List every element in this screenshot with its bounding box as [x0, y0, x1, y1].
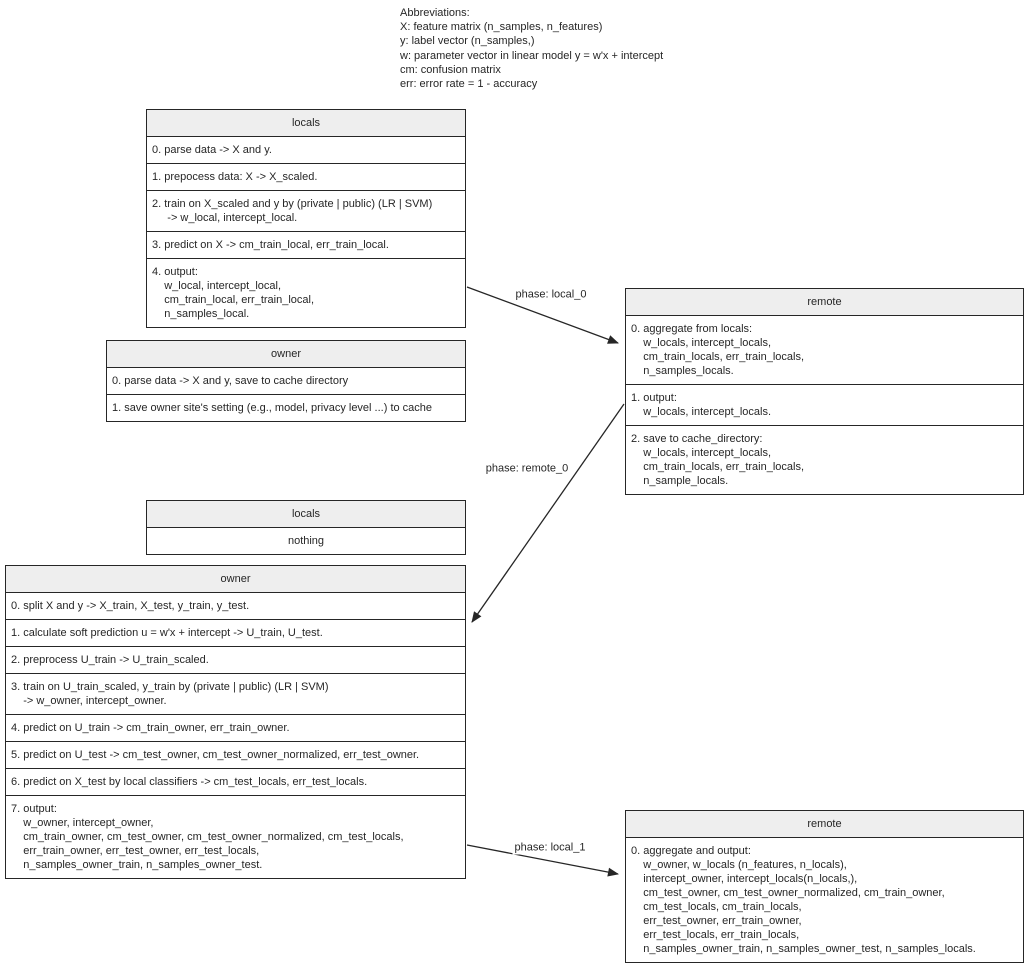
table-row: 4. output: w_local, intercept_local, cm_… [147, 258, 465, 327]
arrow-phase-local-0-label: phase: local_0 [513, 288, 589, 302]
table-row-line: 4. predict on U_train -> cm_train_owner,… [11, 722, 290, 734]
table-row: 0. parse data -> X and y, save to cache … [107, 367, 465, 394]
table-row: 3. predict on X -> cm_train_local, err_t… [147, 231, 465, 258]
table-title: locals [147, 501, 465, 527]
table-row: 0. aggregate and output: w_owner, w_loca… [626, 837, 1023, 962]
table-owner-phase1: owner 0. split X and y -> X_train, X_test… [5, 565, 466, 879]
table-row-line: w_locals, intercept_locals, [631, 337, 772, 349]
table-row: 0. parse data -> X and y. [147, 136, 465, 163]
table-row-line: intercept_owner, intercept_locals(n_loca… [631, 873, 858, 885]
table-row-line: 0. parse data -> X and y, save to cache … [112, 375, 349, 387]
table-row: nothing [147, 527, 465, 554]
table-row-line: 4. output: [152, 266, 198, 278]
table-row-line: 0. aggregate from locals: [631, 323, 753, 335]
table-row-line: 0. split X and y -> X_train, X_test, y_t… [11, 600, 250, 612]
table-row: 4. predict on U_train -> cm_train_owner,… [6, 714, 465, 741]
table-row-line: w_owner, intercept_owner, [11, 817, 154, 829]
table-row: 7. output: w_owner, intercept_owner, cm_… [6, 795, 465, 878]
table-row-line: err_test_owner, err_train_owner, [631, 915, 802, 927]
table-locals-phase1: locals nothing [146, 500, 466, 555]
table-row-line: 0. aggregate and output: [631, 845, 751, 857]
table-row: 1. save owner site's setting (e.g., mode… [107, 394, 465, 421]
table-row-line: 1. output: [631, 392, 677, 404]
table-row-line: nothing [287, 535, 325, 547]
table-row-line: w_owner, w_locals (n_features, n_locals)… [631, 859, 847, 871]
table-row-line: 2. save to cache_directory: [631, 433, 763, 445]
table-row: 1. calculate soft prediction u = w'x + i… [6, 619, 465, 646]
table-title: owner [6, 566, 465, 592]
table-title: remote [626, 811, 1023, 837]
table-row-line: err_train_owner, err_test_owner, err_tes… [11, 845, 260, 857]
table-title: owner [107, 341, 465, 367]
table-row-line: n_sample_locals. [631, 475, 729, 487]
table-row-line: err_test_locals, err_train_locals, [631, 929, 800, 941]
table-row-line: 1. save owner site's setting (e.g., mode… [112, 402, 433, 414]
abbreviation-line: cm: confusion matrix [400, 63, 501, 76]
arrow-phase-local-1-label: phase: local_1 [512, 841, 588, 855]
table-row-line: 1. calculate soft prediction u = w'x + i… [11, 627, 323, 639]
table-row-line: cm_test_locals, cm_train_locals, [631, 901, 802, 913]
table-row: 2. train on X_scaled and y by (private |… [147, 190, 465, 231]
abbreviation-line: Abbreviations: [400, 7, 470, 19]
table-row-line: 0. parse data -> X and y. [152, 144, 272, 156]
table-row: 1. output: w_locals, intercept_locals. [626, 384, 1023, 425]
table-row-line: n_samples_locals. [631, 365, 734, 377]
table-row-line: 6. predict on X_test by local classifier… [11, 776, 368, 788]
table-row-line: 3. train on U_train_scaled, y_train by (… [11, 681, 329, 693]
table-row-line: 5. predict on U_test -> cm_test_owner, c… [11, 749, 420, 761]
table-owner-phase0: owner 0. parse data -> X and y, save to c… [106, 340, 466, 422]
table-row-line: n_samples_owner_train, n_samples_owner_t… [11, 859, 263, 871]
abbreviation-line: err: error rate = 1 - accuracy [400, 78, 538, 91]
table-row-line: w_local, intercept_local, [152, 280, 282, 292]
abbreviation-line: w: parameter vector in linear model y = … [400, 49, 664, 62]
table-row-line: 2. train on X_scaled and y by (private |… [152, 198, 433, 210]
table-locals-phase0: locals 0. parse data -> X and y. 1. prepoc… [146, 109, 466, 328]
table-row: 5. predict on U_test -> cm_test_owner, c… [6, 741, 465, 768]
abbreviation-line: y: label vector (n_samples,) [400, 35, 535, 48]
table-row-line: cm_test_owner, cm_test_owner_normalized,… [631, 887, 945, 899]
table-row: 6. predict on X_test by local classifier… [6, 768, 465, 795]
table-row-line: cm_train_locals, err_train_locals, [631, 461, 805, 473]
table-title: locals [147, 110, 465, 136]
table-row-line: cm_train_locals, err_train_locals, [631, 351, 805, 363]
table-row: 0. aggregate from locals: w_locals, inte… [626, 315, 1023, 384]
abbreviations-note: Abbreviations: X: feature matrix (n_sampl… [400, 6, 663, 91]
table-row-line: -> w_owner, intercept_owner. [11, 695, 167, 707]
table-row-line: cm_train_local, err_train_local, [152, 294, 315, 306]
arrow-phase-remote-0 [471, 403, 625, 623]
table-row-line: 3. predict on X -> cm_train_local, err_t… [152, 239, 389, 251]
table-row-line: w_locals, intercept_locals, [631, 447, 772, 459]
table-row: 2. preprocess U_train -> U_train_scaled. [6, 646, 465, 673]
table-row-line: w_locals, intercept_locals. [631, 406, 772, 418]
table-row: 1. prepocess data: X -> X_scaled. [147, 163, 465, 190]
table-row: 2. save to cache_directory: w_locals, in… [626, 425, 1023, 494]
table-row-line: -> w_local, intercept_local. [152, 212, 298, 224]
table-row: 0. split X and y -> X_train, X_test, y_t… [6, 592, 465, 619]
table-row-line: 2. preprocess U_train -> U_train_scaled. [11, 654, 209, 666]
table-row-line: n_samples_owner_train, n_samples_owner_t… [631, 943, 976, 955]
table-row-line: n_samples_local. [152, 308, 250, 320]
table-title: remote [626, 289, 1023, 315]
table-row-line: cm_train_owner, cm_test_owner, cm_test_o… [11, 831, 404, 843]
table-row: 3. train on U_train_scaled, y_train by (… [6, 673, 465, 714]
table-row-line: 7. output: [11, 803, 57, 815]
arrow-phase-remote-0-label: phase: remote_0 [483, 462, 571, 476]
abbreviation-line: X: feature matrix (n_samples, n_features… [400, 21, 603, 34]
table-row-line: 1. prepocess data: X -> X_scaled. [152, 171, 318, 183]
